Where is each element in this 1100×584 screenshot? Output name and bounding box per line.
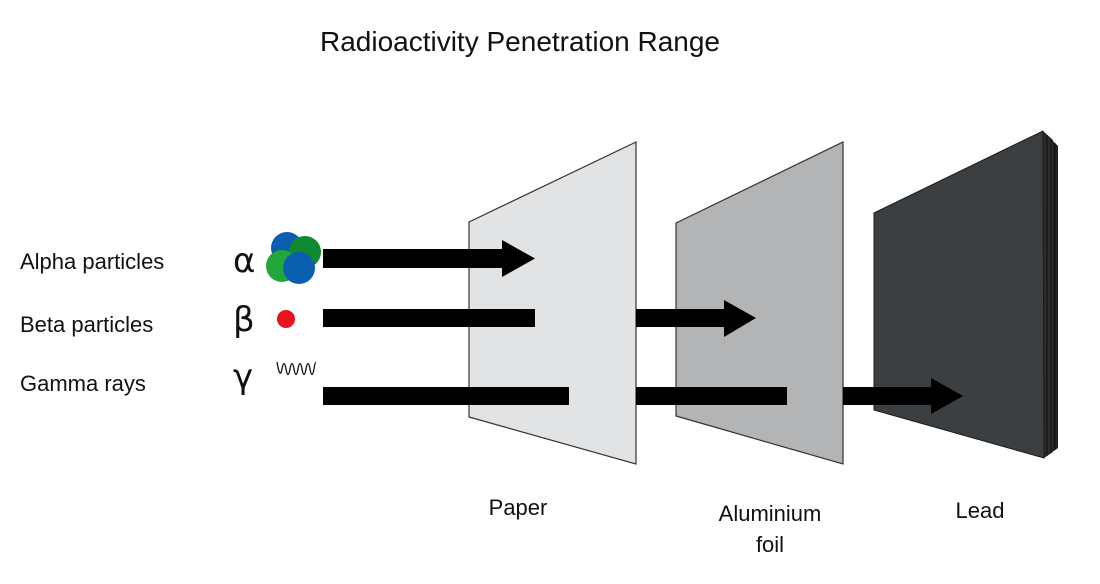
alpha-symbol: α xyxy=(233,241,256,281)
alpha-arrow xyxy=(323,240,535,277)
paper-barrier xyxy=(468,141,637,465)
gamma-bar-segment-1 xyxy=(323,387,569,405)
aluminium-barrier xyxy=(675,141,844,465)
diagram-title: Radioactivity Penetration Range xyxy=(319,26,720,57)
aluminium-label-line1: Aluminium xyxy=(718,501,822,526)
paper-label: Paper xyxy=(488,495,548,520)
lead-barrier xyxy=(873,130,1058,459)
beta-symbol: β xyxy=(233,300,255,340)
gamma-symbol: γ xyxy=(233,357,254,397)
beta-arrow xyxy=(636,300,756,337)
alpha-nucleus-icon xyxy=(266,232,321,284)
gamma-arrow xyxy=(843,378,963,414)
gamma-bar-segment-2 xyxy=(636,387,787,405)
alpha-label: Alpha particles xyxy=(20,249,165,274)
gamma-wave-icon xyxy=(276,361,317,376)
lead-label: Lead xyxy=(955,498,1005,523)
gamma-label: Gamma rays xyxy=(20,371,146,396)
beta-label: Beta particles xyxy=(20,312,154,337)
aluminium-label-line2: foil xyxy=(755,532,785,557)
beta-bar-segment-1 xyxy=(323,309,535,327)
aluminium-label: Aluminium foil xyxy=(690,498,850,560)
beta-electron-icon xyxy=(277,310,295,328)
